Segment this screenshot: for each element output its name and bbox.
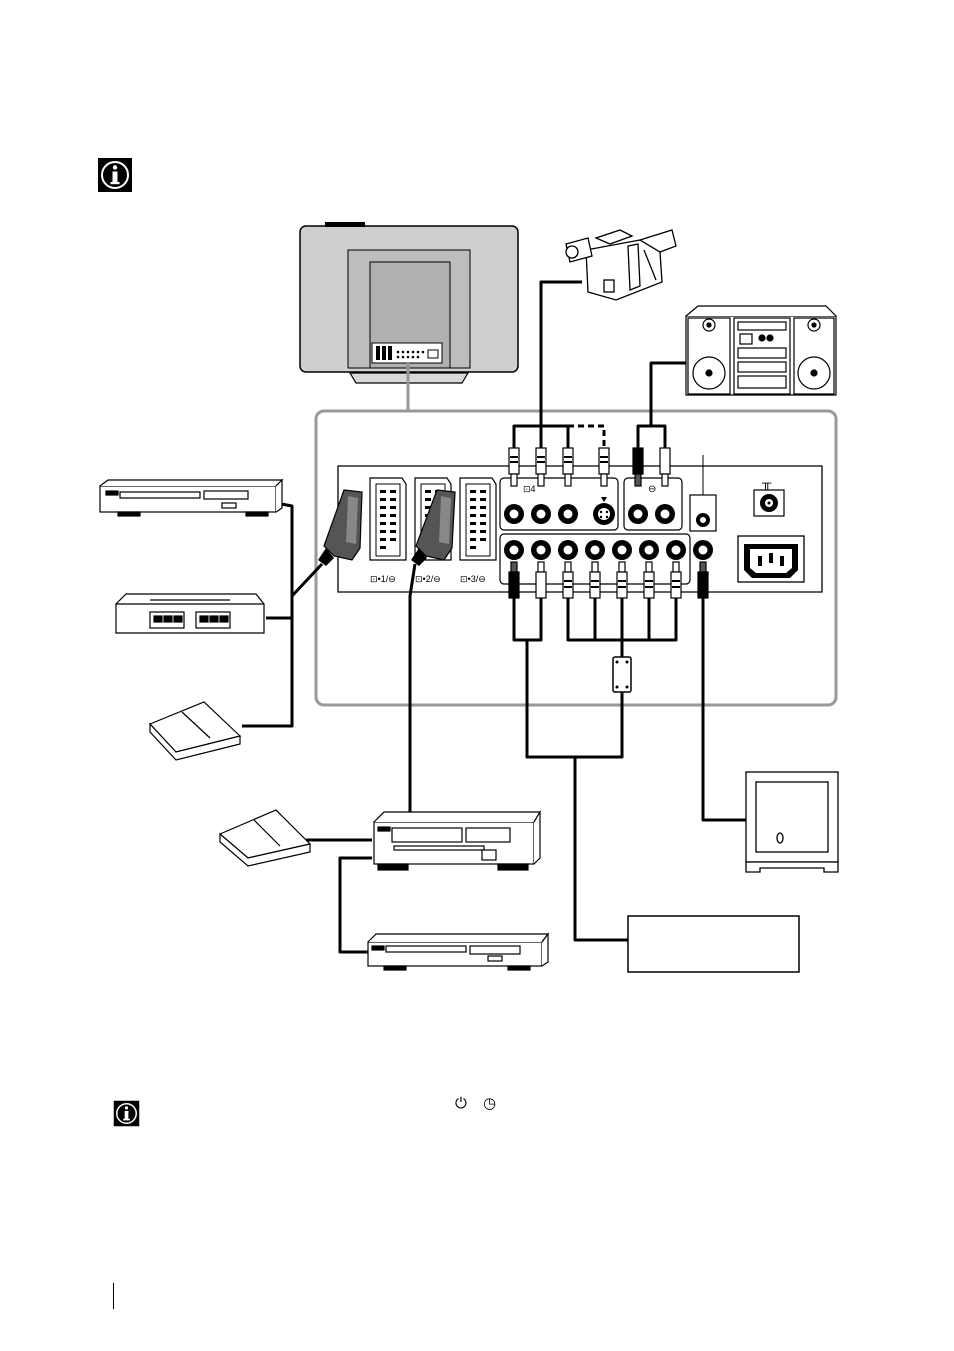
- dvd-player: [100, 480, 282, 516]
- decoder-2: [220, 810, 310, 866]
- scart-plug-1: [318, 490, 362, 566]
- hifi-system: [686, 306, 836, 395]
- vcr-1: [374, 812, 540, 870]
- timer-icon: ◷: [483, 1094, 496, 1112]
- vcr-2: [368, 934, 548, 970]
- external-device-box: [628, 916, 799, 972]
- decoder-1: [150, 702, 240, 760]
- av-input-4-label: ⊡4: [523, 484, 536, 494]
- scart-label-1: ⊡•1/⊖: [370, 574, 396, 584]
- games-console: [116, 594, 264, 633]
- scart-socket-1: [370, 478, 406, 560]
- scart-socket-3: [460, 478, 496, 560]
- power-icon: ⏻: [455, 1094, 467, 1112]
- scart-label-2: ⊡•2/⊖: [415, 574, 441, 584]
- audio-output-label: ⊖: [648, 484, 656, 495]
- camcorder: [566, 230, 676, 300]
- margin-rule: [113, 1283, 114, 1309]
- tv-rear-view: [300, 222, 518, 410]
- scart-label-3: ⊡•3/⊖: [460, 574, 486, 584]
- subwoofer: [746, 772, 838, 872]
- info-icon: [113, 1100, 140, 1127]
